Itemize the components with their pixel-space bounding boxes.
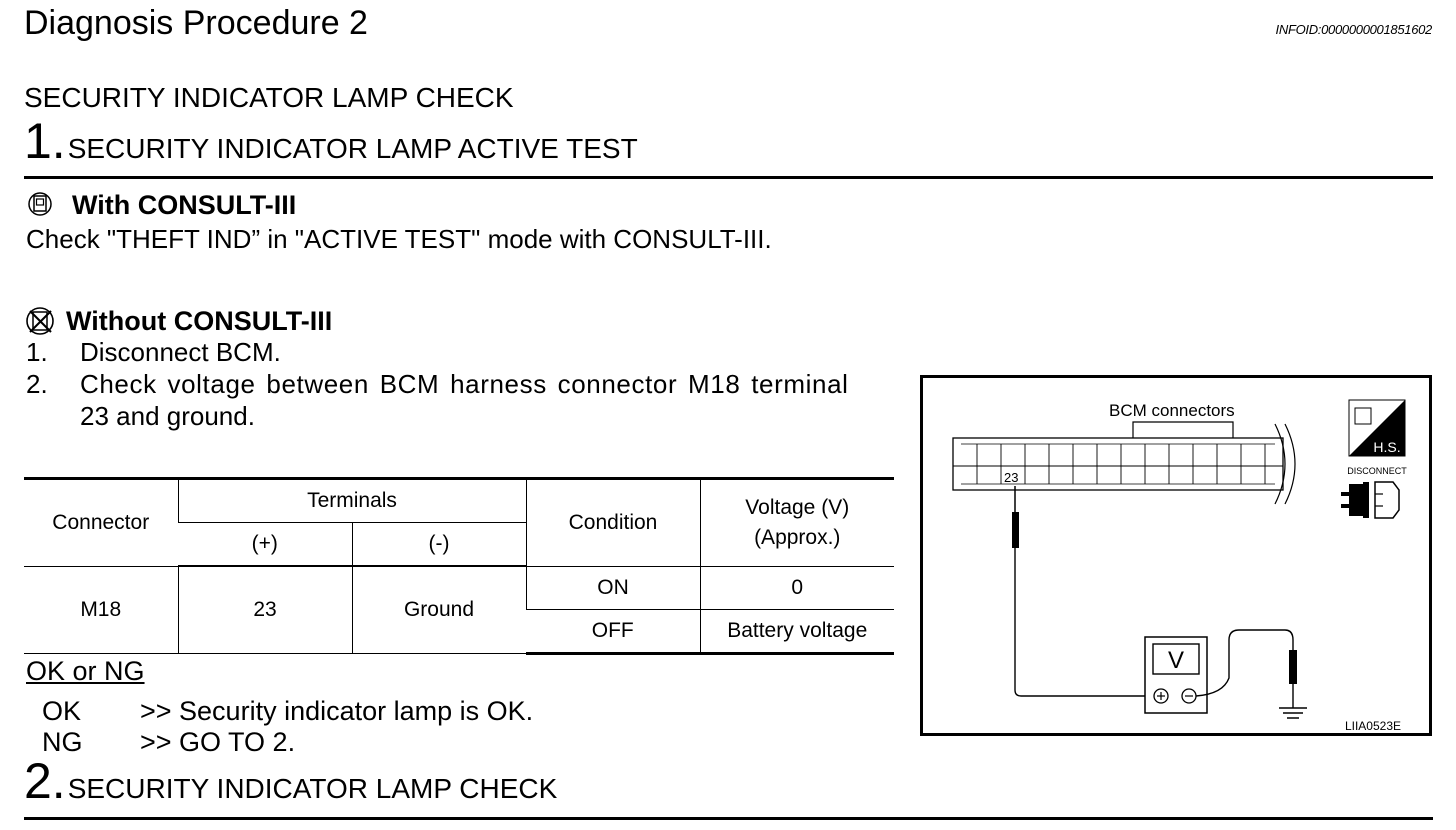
- figure-id: LIIA0523E: [1345, 719, 1401, 733]
- bcm-connector: [952, 423, 1296, 505]
- divider: [24, 817, 1433, 820]
- page-title: Diagnosis Procedure 2: [24, 4, 368, 42]
- probe-minus: [1289, 650, 1297, 684]
- consult-icon: [28, 191, 52, 216]
- list-item-text: Disconnect BCM.: [80, 337, 281, 367]
- header-connector: Connector: [24, 477, 178, 567]
- header-plus: (+): [178, 522, 352, 567]
- meter-label: V: [1168, 647, 1184, 674]
- header-voltage: Voltage (V) (Approx.): [699, 477, 894, 567]
- without-consult-label: Without CONSULT-III: [66, 305, 333, 336]
- voltage-spec-table: Connector Terminals Condition Voltage (V…: [24, 477, 894, 655]
- with-consult-label: With CONSULT-III: [72, 190, 297, 220]
- cell-voltage: 0: [699, 566, 894, 610]
- cell-minus: Ground: [351, 566, 526, 654]
- step-number: 1.: [24, 113, 66, 169]
- step-2-heading: 2. SECURITY INDICATOR LAMP CHECK: [24, 756, 557, 806]
- result-text-ng: >> GO TO 2.: [140, 727, 296, 757]
- disconnect-label: DISCONNECT: [1347, 466, 1407, 476]
- info-id: INFOID:0000000001851602: [1275, 22, 1433, 37]
- ok-ng-heading: OK or NG: [26, 656, 145, 686]
- list-item-number: 2.: [26, 369, 48, 399]
- ground-icon: [1279, 707, 1307, 719]
- with-consult-text: Check "THEFT IND” in "ACTIVE TEST" mode …: [26, 224, 772, 254]
- disconnect-icon: [1341, 481, 1400, 519]
- cell-plus: 23: [177, 566, 352, 654]
- cell-voltage: Battery voltage: [699, 609, 894, 655]
- step-1-heading: 1. SECURITY INDICATOR LAMP ACTIVE TEST: [24, 116, 638, 166]
- hs-label: H.S.: [1373, 439, 1400, 455]
- result-label-ok: OK: [42, 696, 82, 726]
- with-consult-heading: With CONSULT-III: [24, 190, 296, 221]
- terminal-label: 23: [1004, 470, 1018, 485]
- header-minus: (-): [351, 522, 526, 567]
- header-voltage-line2: (Approx.): [754, 525, 841, 549]
- cell-condition: OFF: [526, 609, 700, 655]
- step-title: SECURITY INDICATOR LAMP ACTIVE TEST: [67, 133, 638, 164]
- probe-plus: [1012, 512, 1019, 548]
- result-label-ng: NG: [42, 727, 83, 757]
- no-consult-icon: [26, 307, 54, 335]
- wiring-diagram: BCM connectors 23: [920, 375, 1432, 736]
- hs-icon: H.S.: [1348, 399, 1406, 457]
- cell-connector: M18: [24, 566, 178, 654]
- result-text-ok: >> Security indicator lamp is OK.: [140, 696, 534, 726]
- list-item-text: Check voltage between BCM harness connec…: [80, 369, 849, 399]
- header-terminals: Terminals: [177, 477, 526, 523]
- list-item-number: 1.: [26, 337, 48, 367]
- step-title: SECURITY INDICATOR LAMP CHECK: [67, 773, 558, 804]
- divider: [24, 176, 1433, 179]
- header-voltage-line1: Voltage (V): [745, 495, 850, 519]
- section-title: SECURITY INDICATOR LAMP CHECK: [24, 82, 514, 113]
- cell-condition: ON: [525, 566, 700, 610]
- wiring-diagram-svg: BCM connectors 23: [952, 399, 1407, 733]
- header-condition: Condition: [525, 477, 700, 567]
- bcm-connectors-label: BCM connectors: [1109, 401, 1235, 420]
- step-number: 2.: [24, 753, 66, 809]
- voltmeter: V: [1144, 636, 1208, 714]
- list-item-text-cont: 23 and ground.: [80, 401, 255, 431]
- without-consult-heading: Without CONSULT-III: [24, 305, 332, 337]
